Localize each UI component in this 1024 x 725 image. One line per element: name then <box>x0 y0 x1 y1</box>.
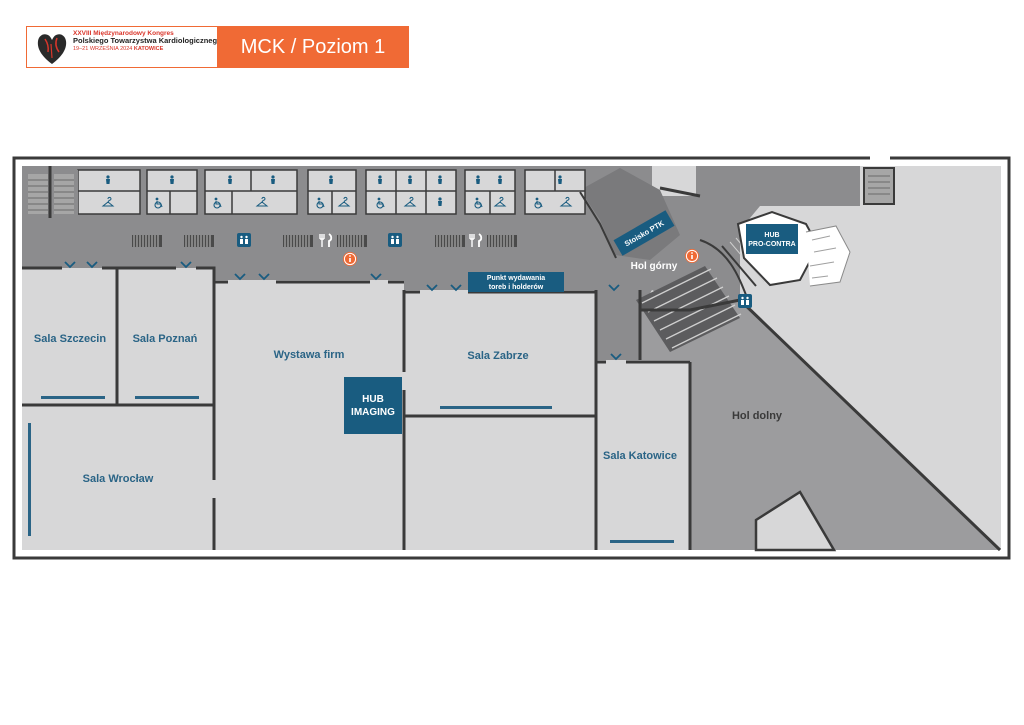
logo-text: XXVIII Międzynarodowy Kongres Polskiego … <box>73 30 222 52</box>
restroom-woman-icon <box>228 175 232 184</box>
restroom-woman-icon <box>498 175 502 184</box>
room-label-hol-dolny: Hol dolny <box>732 410 783 422</box>
restroom-man-icon <box>476 175 480 184</box>
restroom-woman-icon <box>106 175 110 184</box>
heart-logo-icon <box>37 34 67 64</box>
congress-logo: XXVIII Międzynarodowy Kongres Polskiego … <box>27 27 222 67</box>
hub-imaging-line1: HUB <box>362 394 384 405</box>
congress-line2: Polskiego Towarzystwa Kardiologicznego <box>73 36 222 46</box>
map-title: MCK / Poziom 1 <box>217 26 409 68</box>
room-label-sala-wroclaw: Sala Wrocław <box>83 473 154 485</box>
room-label-sala-poznan: Sala Poznań <box>133 333 198 345</box>
escalator-icon <box>183 234 215 248</box>
baby-change-icon <box>438 197 442 206</box>
restroom-woman-icon <box>378 175 382 184</box>
elevator-icon <box>738 294 752 308</box>
hub-pro-contra[interactable]: HUB PRO-CONTRA <box>746 224 798 254</box>
bag-pickup-line1: Punkt wydawania <box>487 275 545 282</box>
hub-pro-contra-line2: PRO-CONTRA <box>748 241 795 248</box>
restroom-woman-icon <box>558 175 562 184</box>
bag-pickup-point[interactable]: Punkt wydawania toreb i holderów <box>468 272 564 292</box>
bag-pickup-line2: toreb i holderów <box>489 284 544 291</box>
restroom-man-icon <box>408 175 412 184</box>
congress-city: KATOWICE <box>133 46 164 53</box>
escalator-icon <box>131 234 163 248</box>
room-walls <box>22 186 1002 552</box>
room-label-sala-katowice: Sala Katowice <box>603 450 677 462</box>
hub-imaging-line2: IMAGING <box>351 407 395 418</box>
room-label-hol-gorny: Hol górny <box>631 261 678 272</box>
room-label-sala-szczecin: Sala Szczecin <box>34 333 106 345</box>
restroom-man-icon <box>271 175 275 184</box>
escalator-icon <box>282 234 314 248</box>
stage-markers <box>28 396 674 543</box>
restroom-man-icon <box>170 175 174 184</box>
elevator-icon <box>237 233 251 247</box>
elevator-icon <box>388 233 402 247</box>
escalator-icon <box>336 234 368 248</box>
room-label-wystawa-firm: Wystawa firm <box>274 349 345 361</box>
escalator-icon <box>486 234 518 248</box>
info-icon[interactable] <box>342 251 358 267</box>
info-icon[interactable] <box>684 248 700 264</box>
restroom-man-icon <box>329 175 333 184</box>
congress-dates: 19–21 WRZEŚNIA 2024 KATOWICE <box>73 46 218 52</box>
congress-line1: XXVIII Międzynarodowy Kongres <box>73 30 174 37</box>
room-label-sala-zabrze: Sala Zabrze <box>467 350 528 362</box>
escalator-icon <box>434 234 466 248</box>
hub-imaging[interactable]: HUB IMAGING <box>344 377 402 434</box>
hub-pro-contra-line1: HUB <box>764 232 779 239</box>
header-banner: XXVIII Międzynarodowy Kongres Polskiego … <box>26 26 409 68</box>
restroom-woman-icon <box>438 175 442 184</box>
hol-dolny-area <box>640 300 1000 552</box>
congress-date: 19–21 WRZEŚNIA 2024 <box>73 46 133 53</box>
